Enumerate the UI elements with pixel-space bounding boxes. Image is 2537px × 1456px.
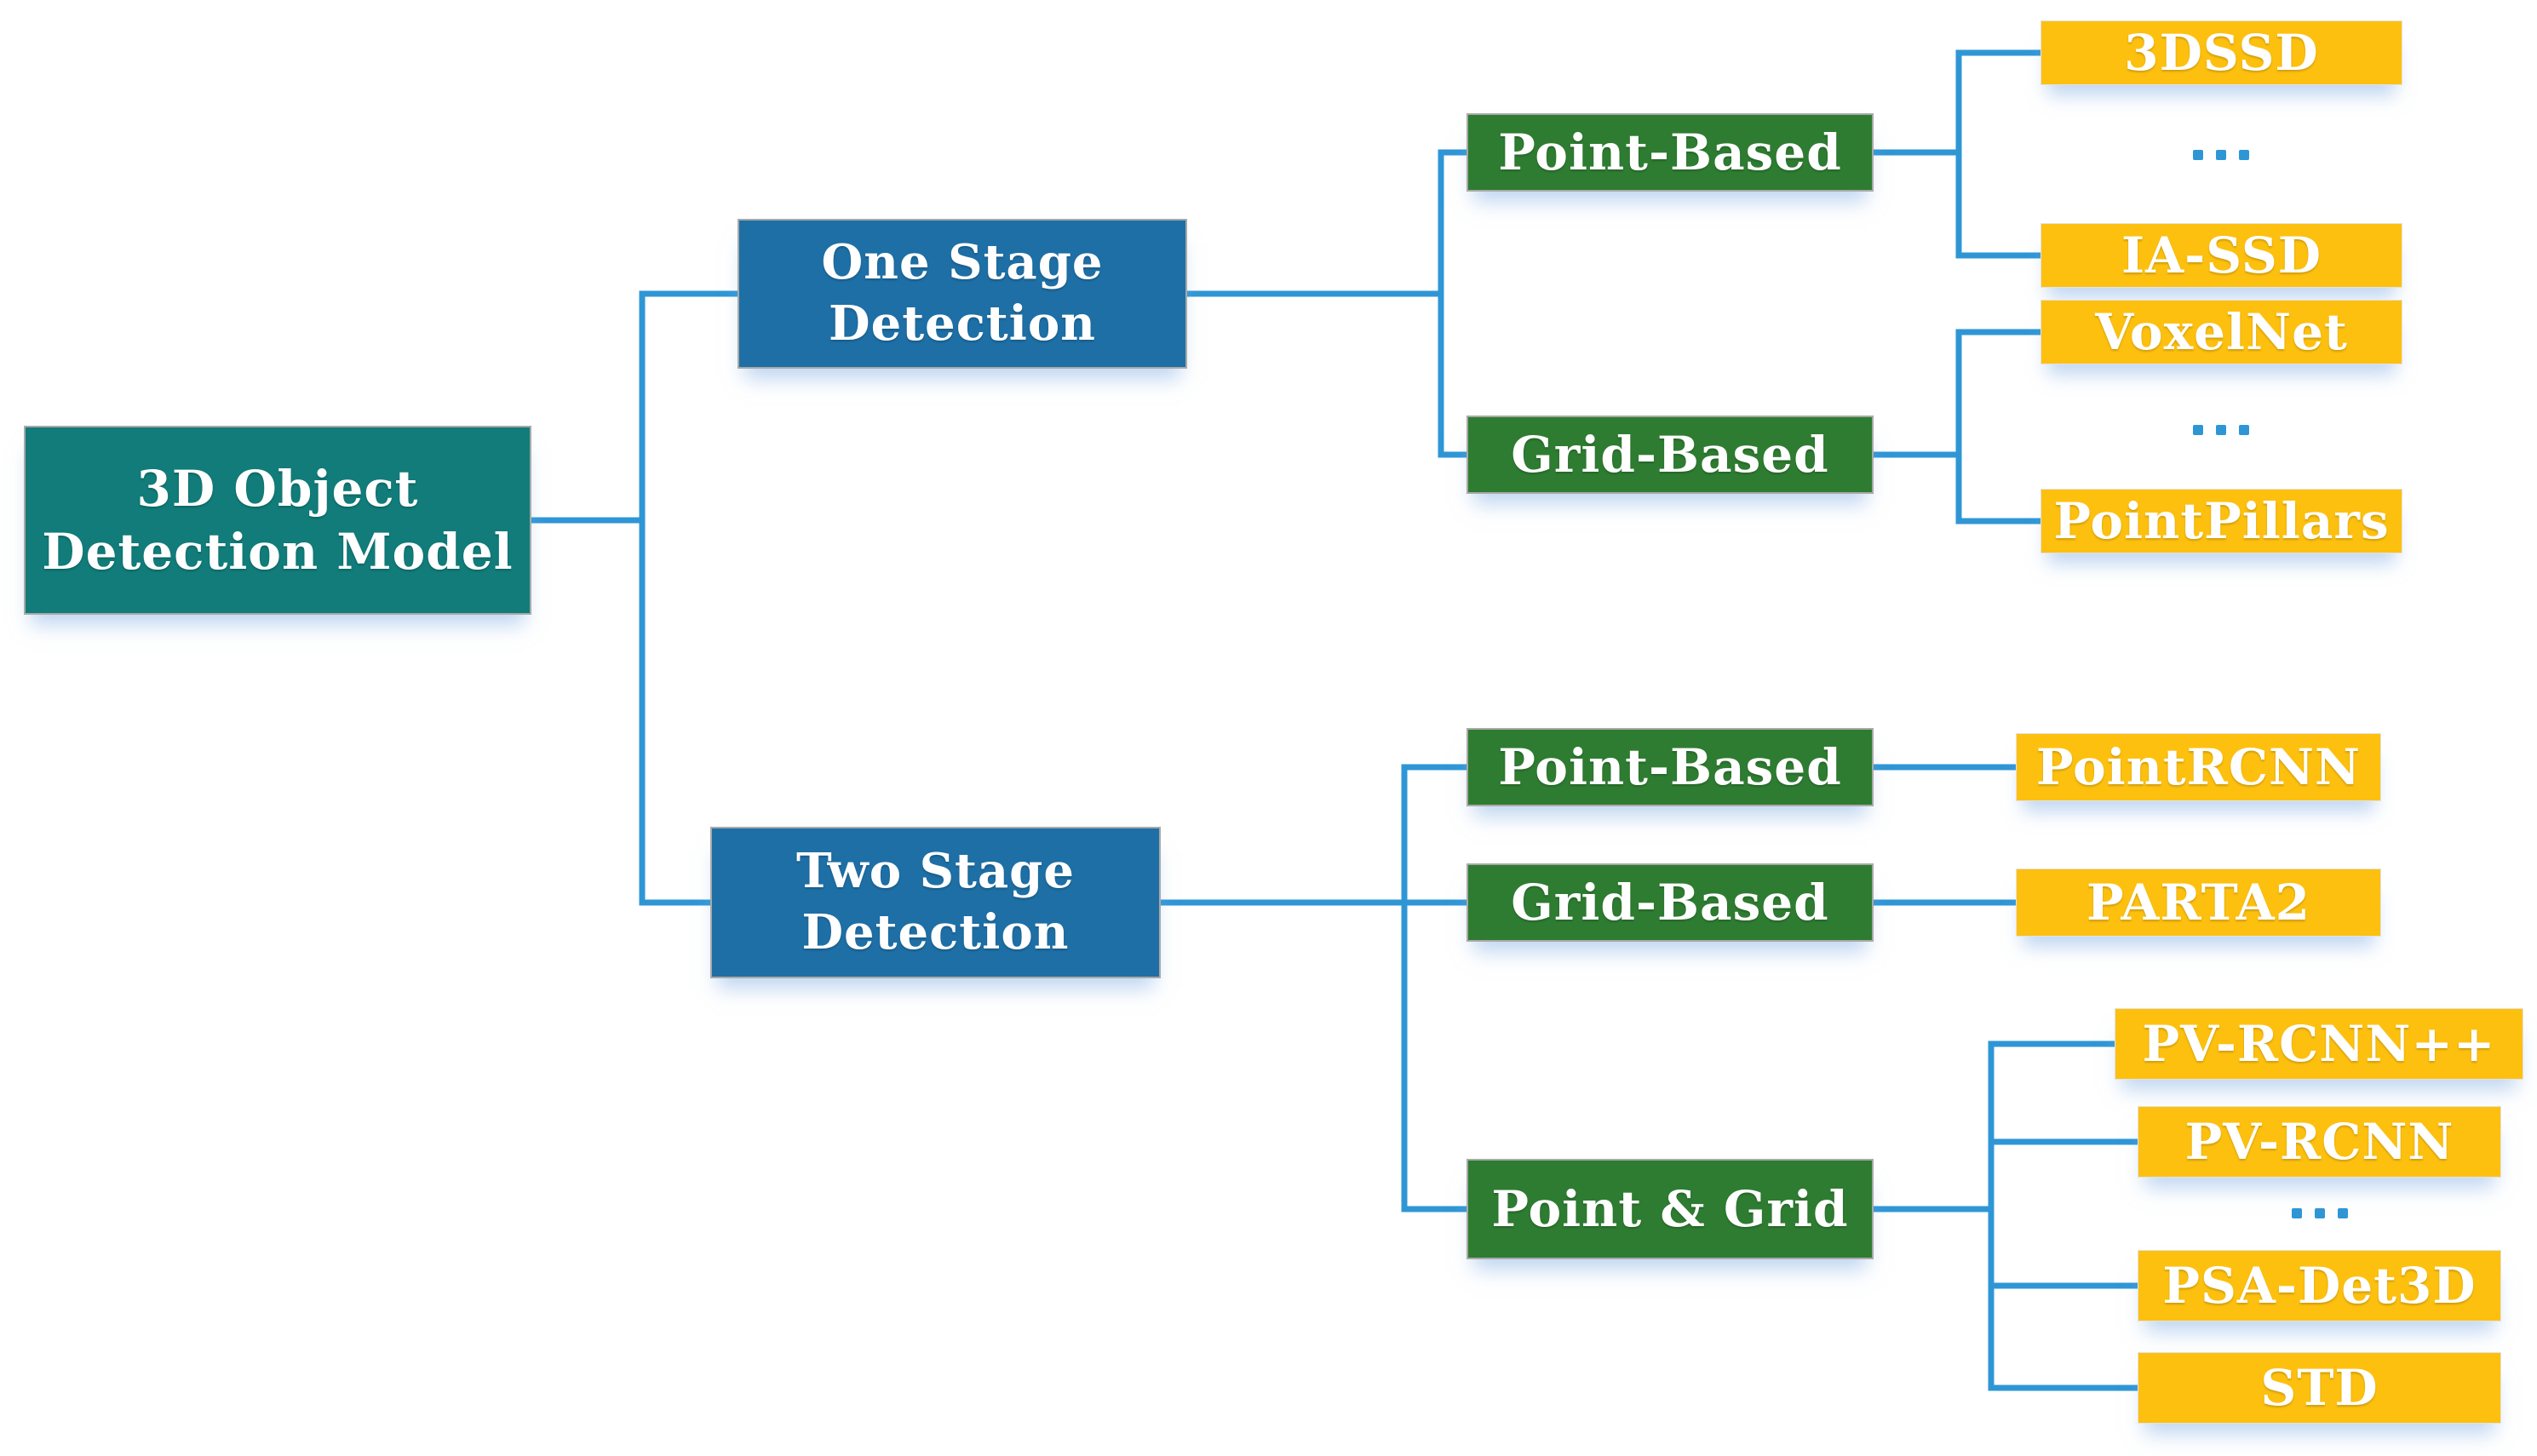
node-one-stage: One Stage Detection [738, 219, 1187, 369]
connector-grid-based-1-pointpillars [1874, 451, 2041, 525]
node-pv-rcnn: PV-RCNN [2138, 1106, 2501, 1178]
ellipsis-dot [2193, 425, 2203, 435]
node-voxelnet: VoxelNet [2041, 300, 2402, 364]
node-label-point-based-1: Point-Based [1498, 123, 1842, 181]
node-label-psa-det3d: PSA-Det3D [2162, 1256, 2477, 1315]
ellipsis-dot [2338, 1208, 2348, 1218]
node-grid-based-1: Grid-Based [1467, 416, 1874, 494]
connector-root-two-stage [531, 517, 710, 906]
node-label-grid-based-1: Grid-Based [1511, 425, 1829, 484]
node-ia-ssd: IA-SSD [2041, 223, 2402, 288]
connector-point-grid-std [1874, 1206, 2138, 1391]
connector-one-stage-point-based-1 [1187, 149, 1467, 297]
ellipsis-dots-dots-grid-based-1 [2193, 425, 2249, 435]
node-psa-det3d: PSA-Det3D [2138, 1250, 2501, 1321]
node-label-std: STD [2260, 1358, 2379, 1417]
ellipsis-dots-dots-point-grid [2292, 1208, 2348, 1218]
node-label-two-stage: Two Stage Detection [796, 843, 1075, 960]
ellipsis-dot [2216, 150, 2226, 160]
connector-root-one-stage [531, 290, 738, 524]
node-parta2: PARTA2 [2016, 868, 2381, 937]
ellipsis-dot [2239, 150, 2249, 160]
node-label-point-grid: Point & Grid [1491, 1179, 1849, 1238]
ellipsis-dot [2292, 1208, 2302, 1218]
connector-point-based-1-ia-ssd [1874, 149, 2041, 259]
node-label-voxelnet: VoxelNet [2095, 302, 2348, 361]
connector-grid-based-1-voxelnet [1874, 329, 2041, 458]
node-pointpillars: PointPillars [2041, 489, 2402, 553]
node-label-root: 3D Object Detection Model [42, 459, 514, 581]
ellipsis-dots-dots-point-based-1 [2193, 150, 2249, 160]
ellipsis-dot [2315, 1208, 2325, 1218]
node-std: STD [2138, 1352, 2501, 1424]
node-pointrcnn: PointRCNN [2016, 733, 2381, 801]
node-3dssd: 3DSSD [2041, 20, 2402, 85]
connector-one-stage-grid-based-1 [1187, 290, 1467, 458]
node-point-based-1: Point-Based [1467, 113, 1874, 192]
connector-point-grid-psa-det3d [1874, 1206, 2138, 1289]
node-label-3dssd: 3DSSD [2124, 23, 2319, 82]
ellipsis-dot [2216, 425, 2226, 435]
node-label-parta2: PARTA2 [2086, 873, 2310, 931]
ellipsis-dot [2239, 425, 2249, 435]
connector-two-stage-point-based-2 [1161, 764, 1467, 906]
node-label-point-based-2: Point-Based [1498, 737, 1842, 796]
node-grid-based-2: Grid-Based [1467, 863, 1874, 942]
node-label-ia-ssd: IA-SSD [2121, 226, 2322, 284]
node-point-grid: Point & Grid [1467, 1159, 1874, 1259]
node-point-based-2: Point-Based [1467, 728, 1874, 806]
node-label-pointpillars: PointPillars [2053, 491, 2390, 550]
connector-point-grid-pv-rcnn [1874, 1138, 2138, 1212]
node-label-pv-rcnn: PV-RCNN [2184, 1112, 2454, 1171]
node-pv-rcnn-pp: PV-RCNN++ [2115, 1008, 2523, 1080]
node-label-grid-based-2: Grid-Based [1511, 873, 1829, 931]
node-label-pv-rcnn-pp: PV-RCNN++ [2142, 1014, 2496, 1073]
node-two-stage: Two Stage Detection [710, 827, 1161, 978]
ellipsis-dot [2193, 150, 2203, 160]
node-root: 3D Object Detection Model [24, 426, 531, 615]
node-label-one-stage: One Stage Detection [821, 234, 1104, 352]
connector-two-stage-point-grid [1161, 899, 1467, 1212]
node-label-pointrcnn: PointRCNN [2035, 737, 2362, 796]
connector-point-based-1-3dssd [1874, 49, 2041, 156]
